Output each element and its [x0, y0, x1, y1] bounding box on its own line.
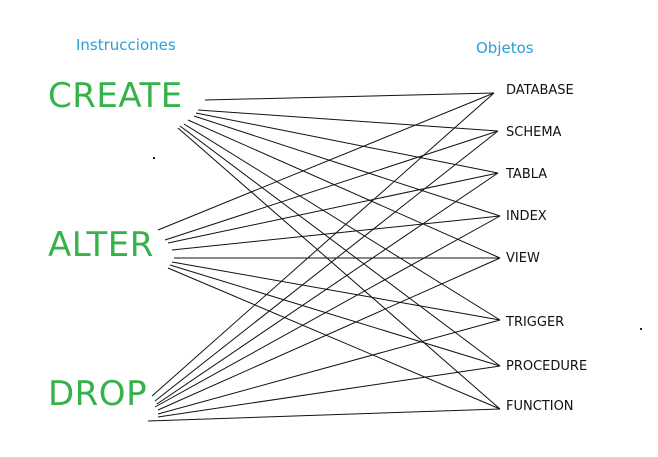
connection-drop-view — [157, 257, 501, 411]
object-procedure: PROCEDURE — [506, 359, 588, 374]
object-schema: SCHEMA — [506, 125, 562, 140]
stray-dot — [640, 328, 642, 330]
instruction-create: CREATE — [48, 76, 183, 116]
instruction-drop: DROP — [48, 374, 148, 414]
stray-dot — [153, 157, 155, 159]
connection-drop-trigger — [157, 319, 501, 415]
connection-alter-procedure — [169, 264, 501, 367]
connection-create-trigger — [183, 123, 501, 321]
object-tabla: TABLA — [506, 167, 548, 182]
connection-create-tabla — [195, 112, 499, 174]
connection-alter-database — [157, 92, 495, 231]
connection-create-view — [187, 119, 501, 259]
connection-drop-procedure — [157, 365, 501, 418]
connection-alter-tabla — [167, 172, 499, 244]
connection-drop-function — [147, 408, 501, 422]
connection-create-procedure — [179, 125, 501, 367]
instruction-alter: ALTER — [48, 225, 154, 265]
connection-alter-schema — [164, 130, 499, 241]
connection-drop-schema — [154, 130, 499, 402]
connection-drop-index — [154, 215, 501, 408]
object-function: FUNCTION — [506, 399, 574, 414]
object-view: VIEW — [506, 251, 540, 266]
object-index: INDEX — [506, 209, 547, 224]
connection-create-schema — [197, 109, 499, 132]
connection-create-function — [177, 127, 501, 410]
connection-create-database — [204, 92, 495, 101]
objects-header: Objetos — [476, 39, 534, 57]
connection-drop-database — [151, 92, 495, 397]
connection-create-index — [193, 115, 501, 217]
connection-drop-tabla — [156, 172, 499, 405]
object-trigger: TRIGGER — [506, 315, 565, 330]
connection-alter-trigger — [171, 261, 501, 321]
connection-alter-function — [167, 267, 501, 410]
object-database: DATABASE — [506, 83, 574, 98]
instructions-header: Instrucciones — [76, 36, 176, 54]
